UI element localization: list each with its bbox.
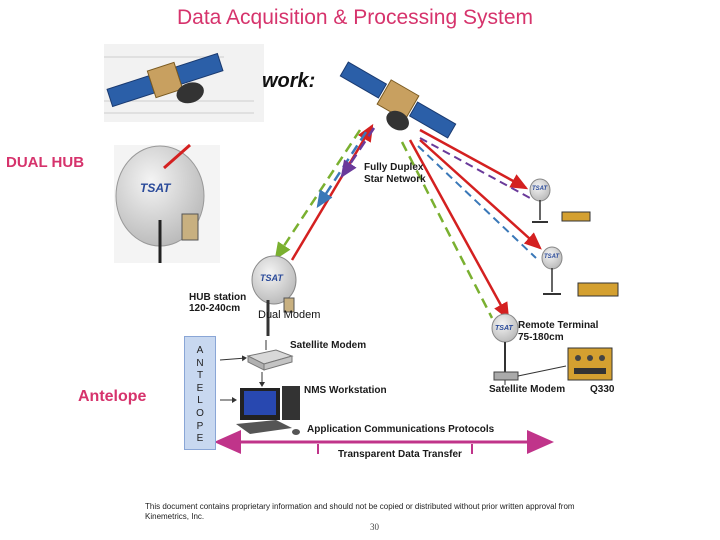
- nms-workstation-icon: [236, 386, 300, 435]
- hub-size-label: 120-240cm: [189, 303, 241, 314]
- remote-dish-2: [541, 246, 619, 297]
- antelope-letter: A: [196, 345, 204, 356]
- nms-workstation-label: NMS Workstation: [304, 385, 387, 396]
- remote3-link-red: [408, 139, 510, 321]
- hub-downlink-green: [274, 129, 362, 261]
- antelope-letter: E: [196, 382, 204, 394]
- remote-size-label: 75-180cm: [518, 332, 564, 343]
- hub-dish-logo-photo: TSAT: [140, 181, 172, 195]
- antelope-label: Antelope: [78, 388, 147, 405]
- antelope-letter: T: [196, 370, 204, 382]
- antelope-to-modem-line: [219, 355, 247, 362]
- star-network-label: Star Network: [364, 174, 426, 185]
- antelope-letter: L: [197, 395, 203, 407]
- inset-satellite-photo: [104, 44, 264, 122]
- dual-hub-label: DUAL HUB: [6, 154, 85, 171]
- footer-note: This document contains proprietary infor…: [145, 502, 575, 521]
- hub-station-label: HUB station: [189, 292, 247, 303]
- remote-terminal-label: Remote Terminal: [518, 320, 599, 331]
- main-satellite-icon: [339, 61, 457, 139]
- hub-uplink-red: [290, 123, 374, 261]
- remote2-link-red: [419, 139, 542, 250]
- hub-downlink-purple: [340, 127, 376, 179]
- remote-cable: [517, 365, 567, 377]
- remote1-link-purple: [419, 137, 531, 199]
- remote-dish-3: [491, 313, 519, 385]
- remote1-link-red: [419, 128, 529, 190]
- q330-unit-icon: [567, 347, 613, 381]
- page-title: Data Acquisition & Processing System: [177, 6, 533, 29]
- remote-dish-1: [529, 178, 591, 223]
- antelope-letter: E: [196, 433, 204, 445]
- remote3-link-green: [400, 141, 494, 319]
- hub-dish-icon: [251, 255, 297, 336]
- hub-modem-icon: [246, 349, 294, 371]
- hub-dish-logo: TSAT: [260, 273, 284, 283]
- hub-dish-photo: [114, 143, 220, 263]
- transparent-transfer-label: Transparent Data Transfer: [338, 449, 462, 460]
- dual-modem-label: Dual Modem: [258, 309, 321, 321]
- antelope-letter: O: [196, 407, 204, 419]
- page-number: 30: [370, 522, 379, 532]
- antelope-letter: N: [196, 357, 204, 369]
- satellite-modem-remote-label: Satellite Modem: [489, 384, 566, 395]
- remote2-logo: TSAT: [544, 254, 561, 260]
- remote3-logo: TSAT: [495, 325, 513, 332]
- q330-label: Q330: [590, 384, 615, 395]
- inset-heading-fragment: work:: [262, 70, 315, 92]
- fully-duplex-label: Fully Duplex: [364, 162, 424, 173]
- app-protocols-label: Application Communications Protocols: [307, 424, 495, 435]
- hub-downlink-blue: [316, 131, 368, 209]
- remote1-logo: TSAT: [532, 186, 549, 192]
- antelope-column: A N T E L O P E: [184, 336, 216, 450]
- satellite-modem-hub-label: Satellite Modem: [290, 340, 367, 351]
- remote2-link-blue: [417, 145, 537, 259]
- antelope-letter: P: [196, 420, 204, 432]
